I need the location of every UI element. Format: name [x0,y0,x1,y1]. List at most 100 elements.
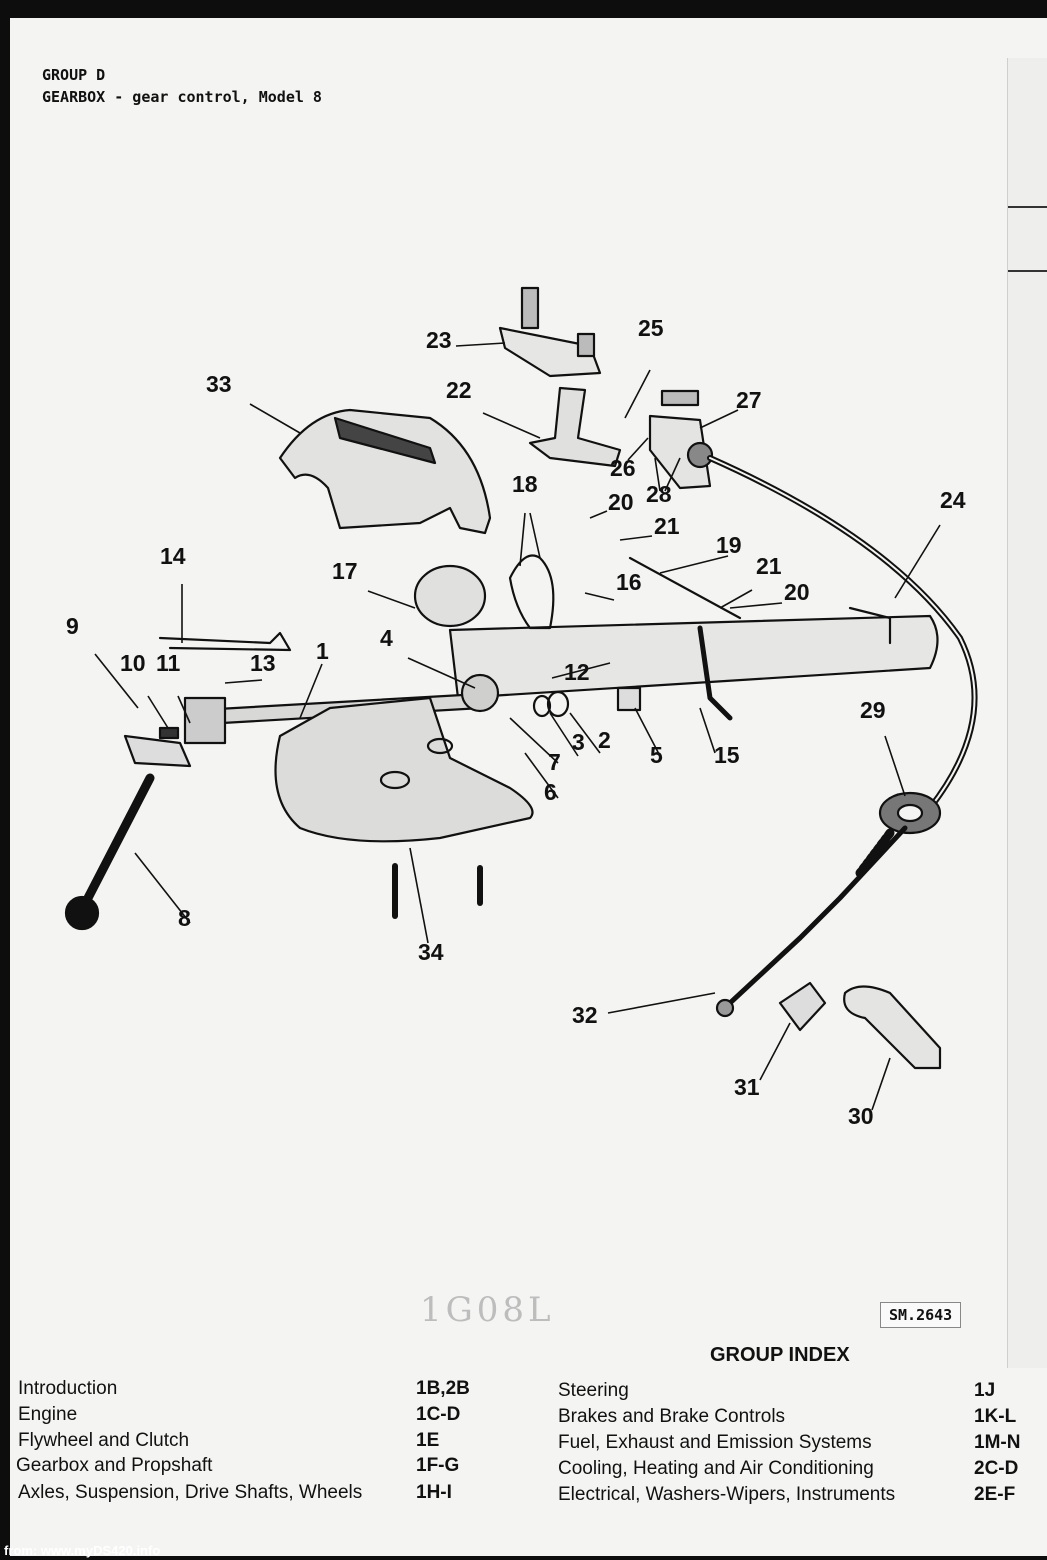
index-code[interactable]: 1C-D [416,1404,461,1425]
manual-page: GROUP D GEARBOX - gear control, Model 8 [10,18,1047,1556]
callout-32: 32 [572,1002,598,1028]
exploded-parts-diagram: 1 2 3 4 5 6 7 8 9 10 11 12 13 14 15 16 1… [64,286,978,1129]
clamp [508,554,555,630]
callout-24: 24 [940,487,966,513]
cable-end [715,998,735,1018]
callout-16: 16 [616,569,642,595]
callout-28: 28 [646,481,672,507]
plate-nut [576,332,596,358]
callout-19: 19 [716,532,742,558]
handwritten-note: 1G08L [420,1290,555,1330]
callout-21b: 21 [756,553,782,579]
callout-9: 9 [66,613,79,639]
inhibitor-switch [413,564,487,628]
callout-23: 23 [426,327,452,353]
index-label: Electrical, Washers-Wipers, Instruments [558,1484,896,1505]
callout-20a: 20 [608,489,634,515]
group-label: GROUP D [42,66,106,84]
column-tube [448,614,939,700]
gear-lever-stem [83,773,155,903]
circlip [532,694,552,718]
callout-4: 4 [380,625,393,651]
gearbox-lever [843,985,942,1070]
plate-bolt [520,286,540,330]
callout-33: 33 [206,371,232,397]
callout-3: 3 [572,729,585,755]
index-code[interactable]: 1H-I [416,1482,452,1503]
index-item[interactable]: Brakes and Brake Controls [558,1406,785,1428]
lever-pivot [123,734,192,768]
index-code[interactable]: 2E-F [974,1484,1016,1505]
cable-thread [855,828,895,878]
index-item[interactable]: Steering [558,1380,629,1402]
callout-5: 5 [650,742,663,768]
callout-22: 22 [446,377,472,403]
callout-29: 29 [860,697,886,723]
callout-12: 12 [564,659,590,685]
index-code[interactable]: 1J [974,1380,996,1401]
grommet-hole [896,803,924,823]
index-item[interactable]: Fuel, Exhaust and Emission Systems [558,1432,872,1454]
index-item[interactable]: Flywheel and Clutch [18,1430,189,1452]
index-item[interactable]: Electrical, Washers-Wipers, Instruments [558,1484,895,1506]
housing-hole [379,770,411,790]
callout-20b: 20 [784,579,810,605]
section-title: GEARBOX - gear control, Model 8 [42,88,322,106]
index-code[interactable]: 1K-L [974,1406,1017,1427]
index-code[interactable]: 2C-D [974,1458,1019,1479]
adjacent-page-edge [1007,58,1047,1368]
leader-lines [94,342,941,1111]
relay-lever [528,386,622,468]
console-cover [278,408,492,535]
index-label: Introduction [18,1378,118,1399]
index-label: Cooling, Heating and Air Conditioning [558,1458,874,1479]
callout-34: 34 [418,939,444,965]
bracket-bolt [660,389,700,407]
index-label: Fuel, Exhaust and Emission Systems [558,1432,872,1453]
page-header: GROUP D GEARBOX - gear control, Model 8 [42,64,322,108]
index-code[interactable]: 1B,2B [416,1378,470,1399]
index-item[interactable]: Engine [18,1404,77,1426]
link-rod [628,556,742,620]
callout-14: 14 [160,543,186,569]
mounting-plate [498,326,602,378]
source-footer: from: www.myDS420.info [4,1543,161,1558]
index-item[interactable]: Gearbox and Propshaft [16,1455,212,1477]
pivot-housing [183,696,227,745]
callout-26: 26 [610,455,636,481]
selector-rod [158,631,292,652]
gear-knob [64,895,100,931]
washer [546,690,570,718]
callout-11: 11 [156,650,181,676]
callout-17: 17 [332,558,358,584]
spring [158,726,180,740]
callout-2: 2 [598,727,611,753]
index-item[interactable]: Cooling, Heating and Air Conditioning [558,1458,874,1480]
cable-clip [778,981,827,1032]
edge-rule [1008,206,1047,208]
callout-10: 10 [120,650,146,676]
callout-6: 6 [544,779,557,805]
index-item[interactable]: Introduction [18,1378,117,1400]
cover-slot [333,416,437,465]
index-code[interactable]: 1M-N [974,1432,1021,1453]
callout-labels: 1 2 3 4 5 6 7 8 9 10 11 12 13 14 15 16 1… [66,315,966,1129]
bush [460,673,500,713]
callout-25: 25 [638,315,664,341]
gear-cable-highlight [709,457,976,809]
cable-bracket [648,414,712,490]
callout-31: 31 [734,1074,760,1100]
index-item[interactable]: Axles, Suspension, Drive Shafts, Wheels [18,1482,362,1504]
index-code[interactable]: 1F-G [416,1455,460,1476]
index-label: Gearbox and Propshaft [16,1455,213,1476]
callout-7: 7 [548,749,561,775]
callout-13: 13 [250,650,276,676]
callout-1: 1 [316,638,329,664]
callout-30: 30 [848,1103,874,1129]
bush [616,686,642,712]
housing-hole [426,737,454,755]
index-code[interactable]: 1E [416,1430,440,1451]
callout-18: 18 [512,471,538,497]
callout-27: 27 [736,387,762,413]
index-label: Flywheel and Clutch [18,1430,190,1451]
